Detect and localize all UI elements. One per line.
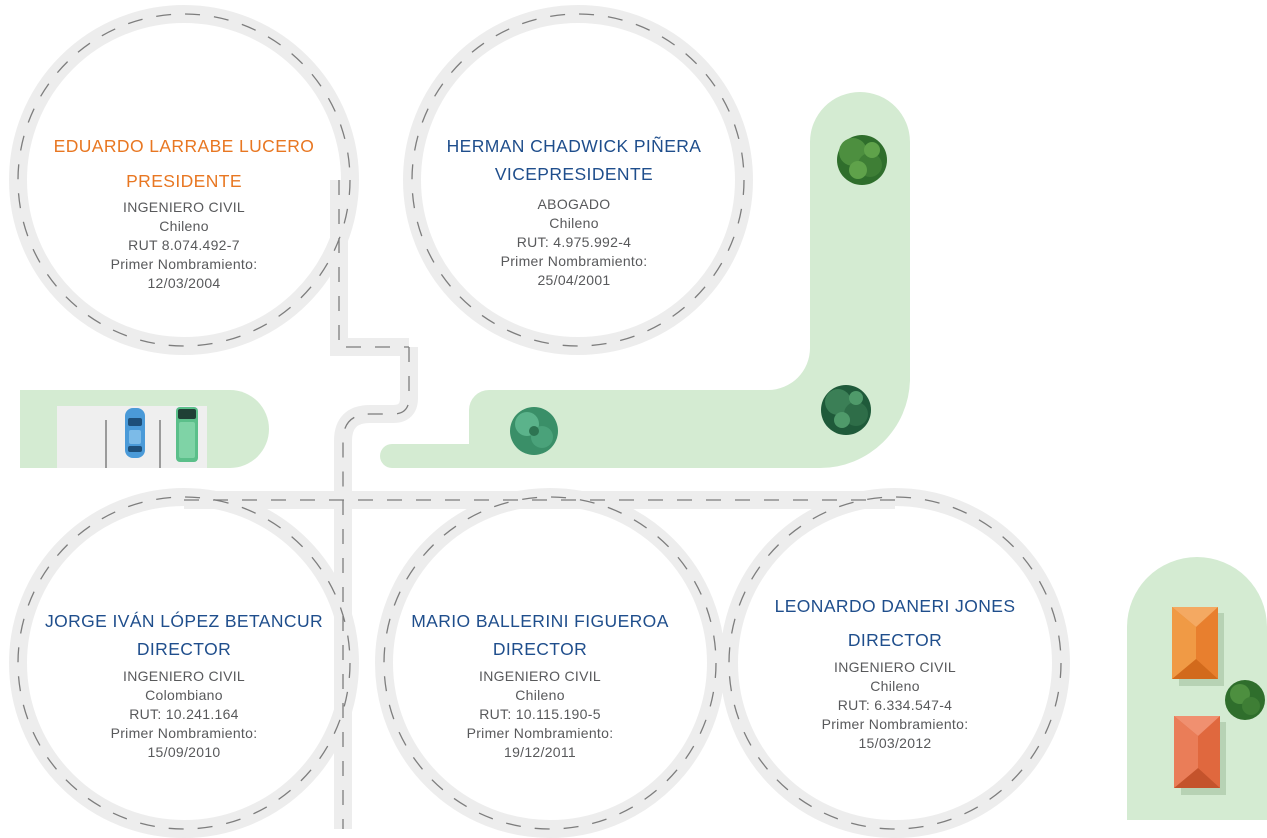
member-appointment-date: 19/12/2011: [503, 744, 577, 760]
member-rut: RUT 8.074.492-7: [128, 237, 240, 253]
member-appointment-date: 15/09/2010: [147, 744, 221, 760]
spiky-plant-icon: [510, 407, 558, 455]
member-nationality: Chileno: [159, 218, 209, 234]
member-profession: ABOGADO: [537, 196, 611, 212]
member-card-director-1: JORGE IVÁN LÓPEZ BETANCUR DIRECTOR INGEN…: [24, 607, 344, 762]
member-role: DIRECTOR: [847, 630, 943, 650]
member-card-president: EDUARDO LARRABE LUCERO PRESIDENTE INGENI…: [34, 132, 334, 293]
member-role: VICEPRESIDENTE: [494, 164, 654, 184]
member-role: DIRECTOR: [492, 639, 588, 659]
member-role: PRESIDENTE: [126, 171, 242, 191]
member-profession: INGENIERO CIVIL: [834, 659, 956, 675]
member-nationality: Colombiano: [145, 687, 223, 703]
member-name: HERMAN CHADWICK PIÑERA: [446, 136, 702, 156]
member-appointment-label: Primer Nombramiento:: [466, 725, 614, 741]
green-van-icon: [176, 407, 198, 462]
member-rut: RUT: 6.334.547-4: [837, 697, 953, 713]
round-bush-icon: [837, 135, 887, 185]
member-name: JORGE IVÁN LÓPEZ BETANCUR: [44, 611, 324, 631]
member-card-director-3: LEONARDO DANERI JONES DIRECTOR INGENIERO…: [745, 592, 1045, 753]
member-rut: RUT: 10.115.190-5: [479, 706, 601, 722]
member-rut: RUT: 4.975.992-4: [516, 234, 632, 250]
member-nationality: Chileno: [549, 215, 599, 231]
member-appointment-label: Primer Nombramiento:: [110, 256, 258, 272]
member-name: LEONARDO DANERI JONES: [774, 596, 1016, 616]
member-rut: RUT: 10.241.164: [129, 706, 239, 722]
member-appointment-date: 12/03/2004: [147, 275, 221, 291]
member-appointment-date: 25/04/2001: [537, 272, 611, 288]
member-appointment-date: 15/03/2012: [858, 735, 932, 751]
member-role: DIRECTOR: [136, 639, 232, 659]
blue-car-icon: [125, 408, 145, 458]
member-appointment-label: Primer Nombramiento:: [110, 725, 258, 741]
member-profession: INGENIERO CIVIL: [123, 199, 245, 215]
orange-house-icon: [1172, 607, 1224, 686]
member-appointment-label: Primer Nombramiento:: [500, 253, 648, 269]
road-dashes: [17, 13, 1062, 830]
red-house-icon: [1174, 716, 1226, 795]
member-nationality: Chileno: [870, 678, 920, 694]
member-card-director-2: MARIO BALLERINI FIGUEROA DIRECTOR INGENI…: [390, 607, 690, 762]
member-name: MARIO BALLERINI FIGUEROA: [411, 611, 669, 631]
parking-lot: [57, 406, 207, 468]
member-profession: INGENIERO CIVIL: [123, 668, 245, 684]
member-nationality: Chileno: [515, 687, 565, 703]
grass-houses-area: [1127, 557, 1267, 820]
palm-tree-icon: [821, 385, 871, 435]
roads: [9, 5, 1070, 838]
small-tree-icon: [1225, 680, 1265, 720]
member-profession: INGENIERO CIVIL: [479, 668, 601, 684]
member-name: EDUARDO LARRABE LUCERO: [53, 136, 315, 156]
member-appointment-label: Primer Nombramiento:: [821, 716, 969, 732]
member-card-vicepresident: HERMAN CHADWICK PIÑERA VICEPRESIDENTE AB…: [424, 132, 724, 290]
